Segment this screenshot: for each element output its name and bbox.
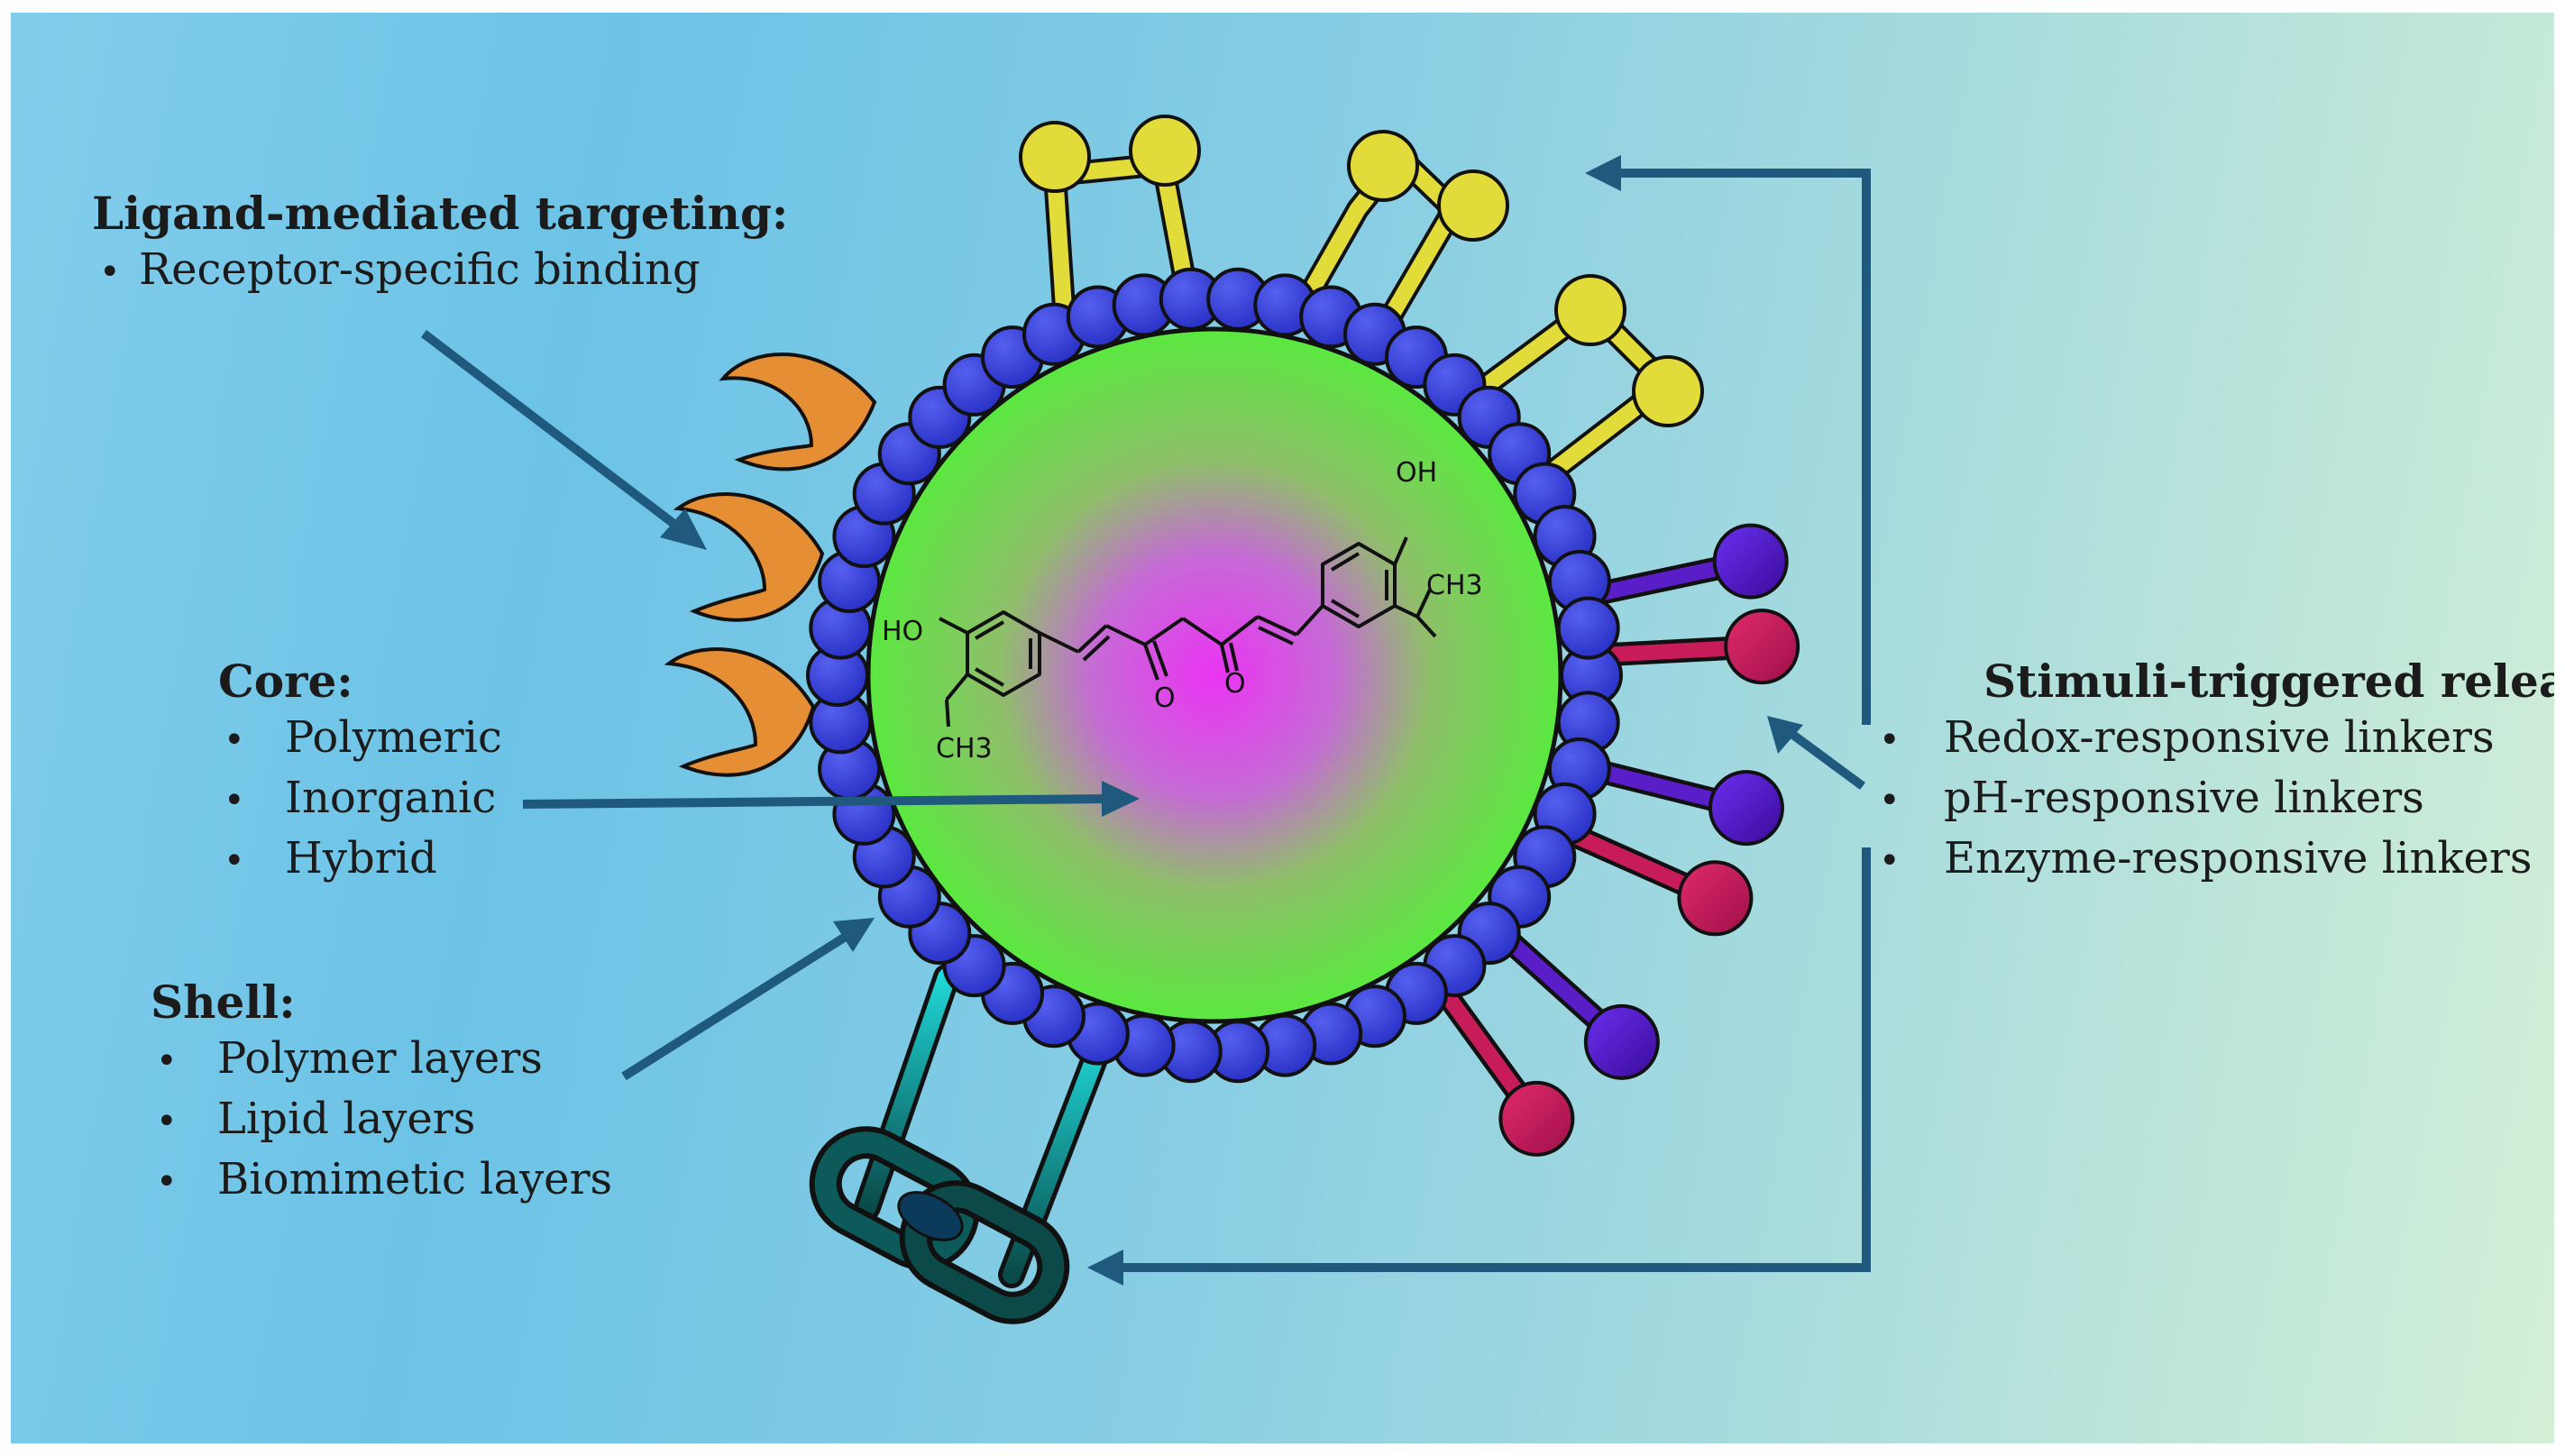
bullet-icon: • [1879,719,1901,761]
shell-heading: Shell: [151,975,296,1029]
bullet-icon: • [1879,780,1901,821]
arrow-stimuli-top [1612,169,1871,725]
core-item: • Polymeric [224,709,502,769]
ligand-item: • Receptor-specific binding [99,241,788,301]
ch3-left-label: CH3 [936,733,993,765]
arrow-core [522,794,1112,809]
purple-linker-head [1708,770,1784,847]
stimuli-item-text: pH-responsive linkers [1944,773,2424,823]
arrow-shell-head [833,918,875,952]
carbonyl-o-right-label: O [1224,668,1246,700]
arrow-core-head [1102,781,1140,817]
shell-item: • Lipid layers [156,1090,612,1150]
core-item: • Hybrid [224,829,502,890]
bullet-icon: • [1879,840,1901,882]
arrow-stimuli-mid-head [1767,716,1803,754]
yellow-linker-3 [1471,274,1704,484]
bullet-icon: • [156,1101,178,1142]
red-linker-head [1724,609,1800,685]
core-item: • Inorganic [224,769,502,829]
shell-label-block: Shell: • Polymer layers • Lipid layers • Bi… [151,975,612,1211]
bullet-icon: • [156,1040,178,1082]
ch3-right-label: CH3 [1426,570,1483,601]
ligand-label-block: Ligand-mediated targeting: • Receptor-spe… [92,187,788,301]
stimuli-label-block: Stimuli-triggered release: • Redox-respon… [1870,655,2554,890]
ligand-heading: Ligand-mediated targeting: [92,187,789,240]
nanoparticle-diagram: OH CH3 HO CH3 O O [420,114,1871,1324]
red-linker-head [1498,1080,1575,1157]
core-item-text: Polymeric [285,712,502,763]
arrow-shell [621,924,861,1081]
arrow-stimuli-bottom [1114,847,1871,1272]
bullet-icon: • [224,780,245,821]
ligand-crescent-group [664,352,877,777]
ligand-crescent-2 [673,492,825,622]
stimuli-item-text: Redox-responsive linkers [1944,712,2495,763]
red-linker-head [1677,860,1754,937]
arrow-group [420,155,1871,1286]
yellow-linker-2 [1280,130,1509,333]
stimuli-item: • Redox-responsive linkers [1879,709,2554,769]
oh-right-label: OH [1396,457,1437,489]
bullet-icon: • [99,252,121,293]
shell-item-text: Lipid layers [217,1094,476,1144]
stimuli-item: • Enzyme-responsive linkers [1879,829,2554,890]
ligand-item-text: Receptor-specific binding [139,244,701,295]
ligand-crescent-1 [719,352,877,472]
shell-item: • Polymer layers [156,1030,612,1090]
purple-linker-head [1583,1003,1660,1080]
teal-chain-linker [809,964,1115,1324]
purple-red-linker-group [1426,523,1800,1157]
bullet-icon: • [224,840,245,882]
arrow-stimuli-mid [1784,726,1865,791]
shell-bead [1556,596,1620,660]
shell-item-text: Biomimetic layers [217,1154,613,1204]
arrow-stimuli-top-head [1585,155,1621,191]
yellow-linker-1 [1019,114,1201,308]
arrow-ligand-head [660,508,707,550]
core-heading: Core: [218,655,353,708]
arrow-stimuli-bottom-head [1087,1250,1123,1286]
core-item-text: Inorganic [285,773,497,823]
yellow-linker-group [1019,114,1704,484]
core-item-text: Hybrid [285,833,437,884]
shell-item-text: Polymer layers [217,1033,543,1084]
bullet-icon: • [156,1161,178,1203]
curcumin-structure [939,536,1437,728]
bullet-icon: • [224,719,245,761]
diagram-frame: OH CH3 HO CH3 O O Ligand-mediated target… [11,13,2554,1443]
shell-item: • Biomimetic layers [156,1150,612,1211]
stimuli-item: • pH-responsive linkers [1879,769,2554,829]
core-label-block: Core: • Polymeric • Inorganic • Hybrid [218,655,502,890]
arrow-ligand [420,330,691,537]
stimuli-heading: Stimuli-triggered release: [1983,655,2554,708]
stimuli-item-text: Enzyme-responsive linkers [1944,833,2533,884]
purple-linker-head [1712,523,1789,600]
ho-left-label: HO [882,616,923,647]
ligand-crescent-3 [664,647,816,777]
carbonyl-o-left-label: O [1154,682,1176,714]
